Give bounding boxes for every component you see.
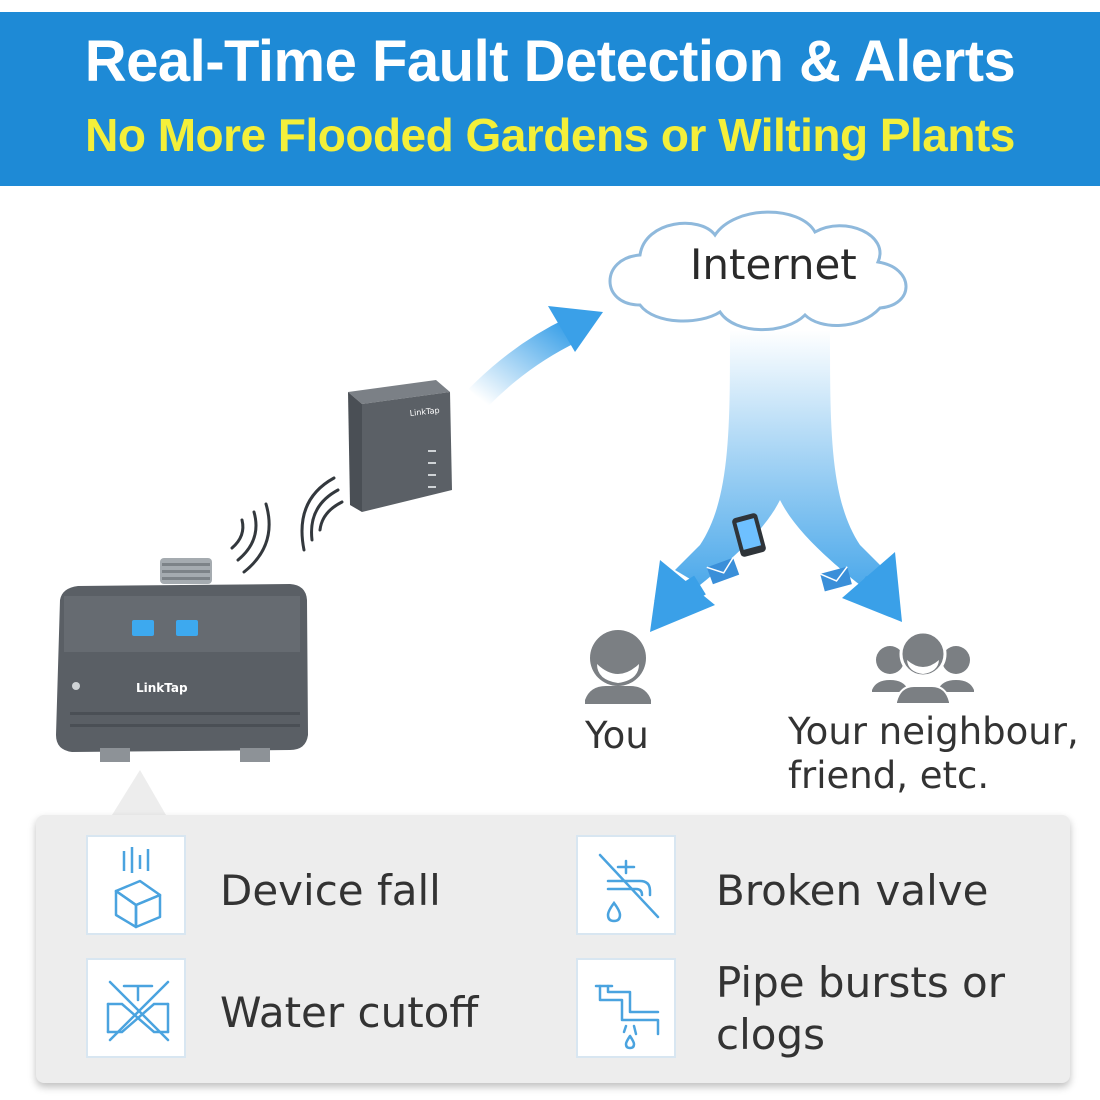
fault-label-pipe-burst-line1: Pipe bursts or — [716, 958, 1006, 1007]
page-title: Real-Time Fault Detection & Alerts — [84, 29, 1016, 94]
recipient-you-text: You — [585, 714, 649, 757]
fault-label-water-cutoff: Water cutoff — [220, 988, 479, 1037]
broken-valve-icon — [598, 853, 660, 923]
envelope-icon — [819, 566, 852, 592]
recipient-you-label: You — [585, 714, 649, 758]
uplink-arrow — [468, 306, 603, 408]
fault-label-device-fall: Device fall — [220, 866, 441, 915]
person-icon — [585, 630, 651, 704]
alert-split-arrows — [650, 330, 902, 632]
connection-diagram: LinkTap LinkTap — [56, 210, 974, 815]
phone-icon — [732, 513, 766, 557]
svg-text:LinkTap: LinkTap — [409, 406, 440, 418]
water-timer-device: LinkTap — [56, 558, 308, 762]
fault-tile-broken-valve — [576, 835, 676, 935]
page-subtitle: No More Flooded Gardens or Wilting Plant… — [85, 109, 1015, 161]
fault-types-panel: Device fall Broken valve Water cutoff — [36, 815, 1070, 1083]
pipe-burst-icon — [594, 984, 660, 1050]
group-icon — [872, 630, 974, 705]
fault-tile-pipe-burst — [576, 958, 676, 1058]
header-banner — [0, 0, 1100, 186]
fault-label-broken-valve: Broken valve — [716, 866, 989, 915]
fault-tile-device-fall — [86, 835, 186, 935]
fault-tile-water-cutoff — [86, 958, 186, 1058]
recipient-others-line2: friend, etc. — [788, 754, 990, 797]
recipient-others-label: Your neighbour, friend, etc. — [788, 710, 1079, 798]
wireless-signal-icon — [230, 476, 344, 574]
recipient-others-line1: Your neighbour, — [788, 710, 1079, 753]
fault-label-pipe-burst-line2: clogs — [716, 1010, 825, 1059]
svg-text:LinkTap: LinkTap — [136, 681, 188, 695]
device-fall-icon — [114, 847, 162, 929]
envelope-icon — [706, 557, 740, 585]
internet-label: Internet — [690, 240, 857, 289]
cloud-icon — [608, 210, 908, 332]
callout-pointer — [112, 770, 166, 815]
water-cutoff-icon — [106, 980, 170, 1042]
fault-label-pipe-burst: Pipe bursts or clogs — [716, 957, 1005, 1061]
gateway-device: LinkTap — [348, 380, 452, 512]
